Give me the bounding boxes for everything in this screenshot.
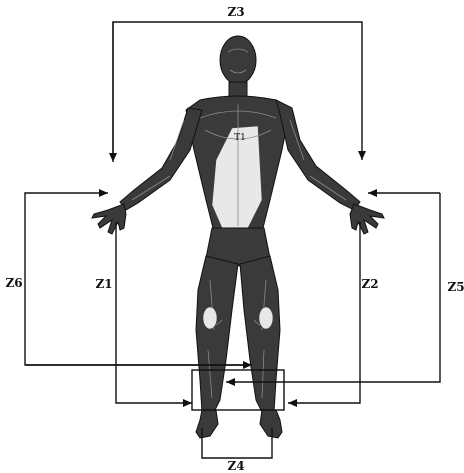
zone-label-z2: Z2 [361,277,378,291]
human-body-figure: T1 [92,36,384,438]
zone-label-z3: Z3 [227,5,244,19]
z1-connector [116,222,192,403]
left-leg [196,256,238,412]
left-arm [120,108,202,210]
right-hand [350,204,384,234]
right-arm [276,100,360,210]
zone-label-z4: Z4 [227,459,244,473]
right-leg [240,256,280,412]
zone-label-z5: Z5 [447,280,464,294]
left-hand [92,204,126,234]
chest-label: T1 [234,133,246,143]
head [220,36,256,84]
z2-connector [288,222,360,403]
zone-label-z1: Z1 [95,277,112,291]
left-foot [196,410,218,438]
zone-label-z6: Z6 [5,276,22,290]
right-foot [260,410,282,438]
